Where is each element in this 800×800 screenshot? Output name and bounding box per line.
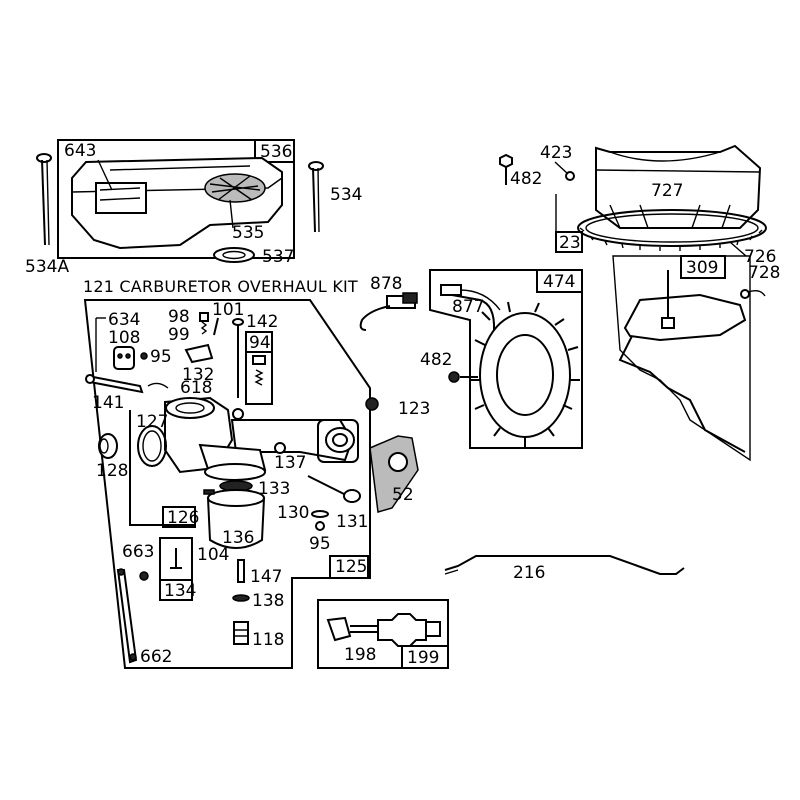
- part-423-label: 423: [540, 143, 572, 163]
- fuel-tank-box: [57, 139, 295, 259]
- part-482b-label: 482: [420, 350, 452, 370]
- kit-title: 121 CARBURETOR OVERHAUL KIT: [83, 277, 358, 296]
- part-216-label: 216: [513, 563, 545, 583]
- part-726-label: 726: [744, 247, 776, 267]
- alternator-group: 474 877 482: [420, 269, 583, 449]
- part-123-label: 123: [398, 399, 430, 419]
- part-536-label: 536: [260, 142, 292, 162]
- part-474-label: 474: [543, 272, 575, 292]
- fuel-valve-group: 199 198: [317, 599, 449, 669]
- part-138-label: 138: [252, 591, 284, 611]
- part-108-label: 108: [108, 328, 140, 348]
- part-535-label: 535: [232, 223, 264, 243]
- part-133-label: 133: [258, 479, 290, 499]
- gasket-537: [213, 247, 255, 263]
- bolt-534A: [41, 159, 46, 246]
- rod-216: 216: [444, 555, 685, 583]
- part-118: [233, 621, 249, 645]
- part-23-label: 23: [559, 233, 581, 253]
- part-536-tag: [254, 139, 295, 163]
- ring-gear: [577, 209, 767, 247]
- fuel-tank-group: 536 535 643 537 534A 534: [25, 139, 362, 277]
- part-199-label: 199: [407, 648, 439, 668]
- part-95a-label: 95: [150, 347, 172, 367]
- part-118-label: 118: [252, 630, 284, 650]
- part-98-label: 98: [168, 307, 190, 327]
- part-663-label: 663: [122, 542, 154, 562]
- part-534A-label: 534A: [25, 257, 69, 277]
- gasket-127: [137, 425, 167, 467]
- part-634-label: 634: [108, 310, 140, 330]
- part-136-label: 136: [222, 528, 254, 548]
- part-643-label: 643: [64, 141, 96, 161]
- part-728-label: 728: [748, 263, 780, 283]
- flywheel-group: 423 482 727 23 726 309 728: [499, 143, 780, 462]
- part-127-label: 127: [136, 412, 168, 432]
- part-104-label: 104: [197, 545, 229, 565]
- part-198-label: 198: [344, 645, 376, 665]
- part-482a-label: 482: [510, 169, 542, 189]
- fuel-valve: [377, 613, 427, 647]
- part-662-label: 662: [140, 647, 172, 667]
- float-bowl: [206, 497, 266, 549]
- part-147-label: 147: [250, 567, 282, 587]
- part-134-label: 134: [164, 581, 196, 601]
- part-95b-label: 95: [309, 534, 331, 554]
- part-126-label: 126: [167, 508, 199, 528]
- part-141-label: 141: [92, 393, 124, 413]
- part-99-label: 99: [168, 325, 190, 345]
- throttle-shaft: [86, 374, 144, 394]
- wire-connector-878: 878: [359, 274, 418, 331]
- part-130-label: 130: [277, 503, 309, 523]
- stator: [479, 312, 571, 438]
- part-131-label: 131: [336, 512, 368, 532]
- gasket-52: [369, 435, 419, 513]
- part-537-label: 537: [262, 247, 294, 267]
- part-128-label: 128: [96, 461, 128, 481]
- part-309-label: 309: [686, 258, 718, 278]
- part-94-label: 94: [249, 333, 271, 353]
- bolt-534: [312, 167, 316, 233]
- part-52-label: 52: [392, 485, 414, 505]
- link-662: [116, 569, 138, 664]
- part-132: [184, 343, 214, 364]
- part-137-label: 137: [274, 453, 306, 473]
- part-142-label: 142: [246, 312, 278, 332]
- part-877-label: 877: [452, 297, 484, 317]
- part-727-label: 727: [651, 181, 683, 201]
- part-878-label: 878: [370, 274, 402, 294]
- part-618-label: 618: [180, 378, 212, 398]
- carburetor-kit-group: 121 CARBURETOR OVERHAUL KIT 125 126 634 …: [83, 277, 430, 669]
- crankcase-part: [623, 293, 747, 342]
- part-108: [113, 346, 135, 370]
- part-132-label: 132: [182, 365, 214, 385]
- part-101-label: 101: [212, 300, 244, 320]
- part-125-label: 125: [335, 557, 367, 577]
- part-534-label: 534: [330, 185, 362, 205]
